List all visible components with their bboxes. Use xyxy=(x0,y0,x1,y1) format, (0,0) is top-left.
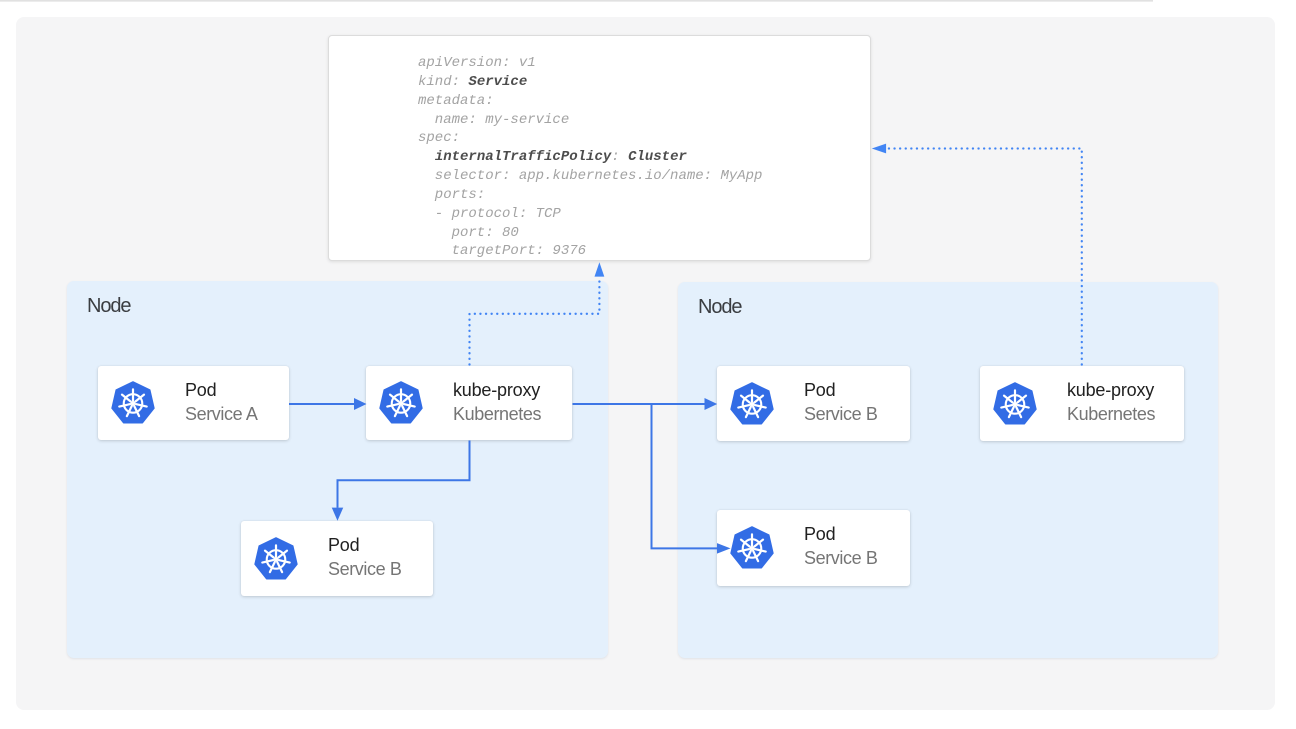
card-subtitle: Kubernetes xyxy=(453,403,542,424)
card-kube-proxy-left: kube-proxy Kubernetes xyxy=(366,366,572,440)
node-label: Node xyxy=(87,295,132,317)
kubernetes-logo-icon xyxy=(730,381,774,426)
card-text: kube-proxy Kubernetes xyxy=(1067,379,1155,426)
diagram-panel: apiVersion: v1 kind: Service metadata: n… xyxy=(16,17,1275,710)
card-text: kube-proxy Kubernetes xyxy=(453,379,541,426)
card-subtitle: Service B xyxy=(328,558,402,579)
card-title: Pod xyxy=(185,380,217,400)
node-box-right: Node xyxy=(678,282,1218,658)
card-text: Pod Service B xyxy=(804,379,878,426)
node-box-left: Node xyxy=(67,281,608,658)
kubernetes-logo-icon xyxy=(730,526,774,570)
card-subtitle: Service B xyxy=(804,403,878,424)
card-subtitle: Kubernetes xyxy=(1067,403,1156,424)
card-title: kube-proxy xyxy=(1067,380,1155,400)
card-text: Pod Service A xyxy=(185,379,258,426)
card-title: Pod xyxy=(804,380,836,400)
kubernetes-logo-icon xyxy=(254,536,298,581)
kubernetes-logo-icon xyxy=(993,381,1037,426)
node-label: Node xyxy=(698,296,743,318)
card-text: Pod Service B xyxy=(804,523,878,570)
card-kube-proxy-right: kube-proxy Kubernetes xyxy=(980,366,1184,441)
card-subtitle: Service A xyxy=(185,403,258,424)
kubernetes-logo-icon xyxy=(111,381,155,425)
top-divider-line xyxy=(0,0,1153,2)
card-title: Pod xyxy=(328,535,360,555)
card-pod-service-b-left: Pod Service B xyxy=(241,521,433,596)
card-pod-service-a: Pod Service A xyxy=(98,366,289,440)
card-title: Pod xyxy=(804,524,836,544)
card-text: Pod Service B xyxy=(328,534,402,581)
service-yaml-card: apiVersion: v1 kind: Service metadata: n… xyxy=(328,35,871,261)
card-subtitle: Service B xyxy=(804,547,878,568)
service-yaml-code: apiVersion: v1 kind: Service metadata: n… xyxy=(418,55,763,260)
card-title: kube-proxy xyxy=(453,380,541,400)
card-pod-service-b-right-1: Pod Service B xyxy=(717,366,910,441)
card-pod-service-b-right-2: Pod Service B xyxy=(717,510,910,586)
kubernetes-logo-icon xyxy=(379,381,423,425)
